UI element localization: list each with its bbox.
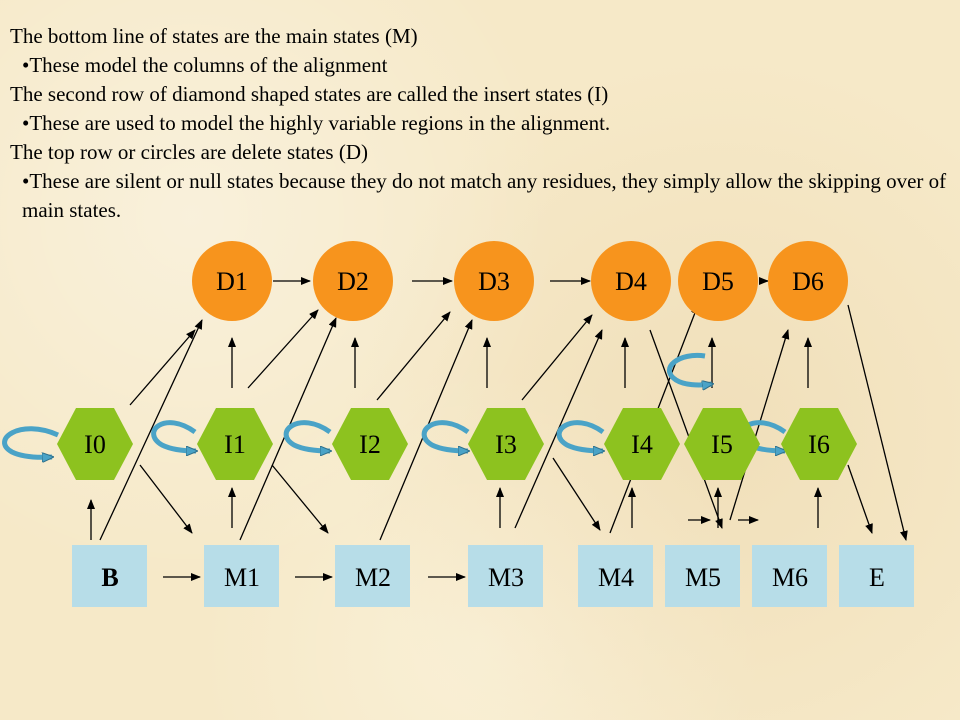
delete-state-d4: D4 xyxy=(591,241,671,321)
delete-state-label: D3 xyxy=(478,267,510,296)
description-text: The bottom line of states are the main s… xyxy=(10,22,950,225)
delete-state-label: D2 xyxy=(337,267,369,296)
insert-states-bullet: •These are used to model the highly vari… xyxy=(22,111,611,135)
delete-state-label: D6 xyxy=(792,267,824,296)
delete-states: D1 D2 D3 D4 D5 D6 xyxy=(192,241,848,321)
main-state-label: E xyxy=(869,563,885,592)
insert-self-loops xyxy=(2,352,785,457)
main-state-b: B xyxy=(72,545,147,607)
main-state-m3: M3 xyxy=(468,545,543,607)
main-state-label: M3 xyxy=(488,563,524,592)
insert-state-i1: I1 xyxy=(197,408,273,480)
arrow-i1-m2 xyxy=(271,464,329,534)
arrow-i3-d4 xyxy=(521,314,593,401)
arrow-d6-e xyxy=(847,304,908,541)
insert-states: I0 I1 I2 I3 I4 I5 I6 xyxy=(57,408,857,480)
self-loop-i3-icon xyxy=(421,420,468,451)
main-state-m2: M2 xyxy=(335,545,410,607)
insert-state-i5: I5 xyxy=(684,408,760,480)
insert-state-label: I2 xyxy=(359,430,381,459)
insert-state-i0: I0 xyxy=(57,408,133,480)
main-state-e: E xyxy=(839,545,914,607)
arrow-i1-d2 xyxy=(247,309,319,389)
insert-state-i4: I4 xyxy=(604,408,680,480)
delete-state-label: D4 xyxy=(615,267,647,296)
main-state-label: M4 xyxy=(598,563,634,592)
arrow-i0-m1 xyxy=(139,464,193,534)
self-loop-i5-icon xyxy=(667,352,712,385)
self-loop-i2-icon xyxy=(283,420,330,451)
self-loop-i4-icon xyxy=(556,420,603,451)
arrow-b-d1 xyxy=(99,319,203,541)
main-state-m4: M4 xyxy=(578,545,653,607)
delete-state-d6: D6 xyxy=(768,241,848,321)
arrow-i6-e xyxy=(847,464,873,534)
self-loop-i1-icon xyxy=(151,420,196,451)
insert-state-label: I6 xyxy=(808,430,830,459)
main-state-label: M6 xyxy=(772,563,808,592)
insert-state-i2: I2 xyxy=(332,408,408,480)
main-state-m6: M6 xyxy=(752,545,827,607)
main-state-label: M1 xyxy=(224,563,260,592)
main-state-m5: M5 xyxy=(665,545,740,607)
delete-state-label: D5 xyxy=(702,267,734,296)
main-states: B M1 M2 M3 M4 M5 M6 E xyxy=(72,545,914,607)
arrow-d4-m5 xyxy=(649,329,723,529)
insert-state-label: I0 xyxy=(84,430,106,459)
insert-state-i6: I6 xyxy=(781,408,857,480)
main-state-label: M5 xyxy=(685,563,721,592)
main-states-bullet: •These model the columns of the alignmen… xyxy=(22,53,388,77)
delete-state-d2: D2 xyxy=(313,241,393,321)
main-state-label: B xyxy=(101,563,118,592)
self-loop-i0-icon xyxy=(2,426,60,457)
insert-state-label: I5 xyxy=(711,430,733,459)
delete-state-d1: D1 xyxy=(192,241,272,321)
arrow-i3-m4 xyxy=(552,457,601,531)
insert-state-label: I3 xyxy=(495,430,517,459)
delete-state-d3: D3 xyxy=(454,241,534,321)
insert-state-label: I4 xyxy=(631,430,653,459)
arrow-i0-d1 xyxy=(129,329,196,406)
delete-states-bullet: •These are silent or null states because… xyxy=(22,169,947,222)
insert-states-description: The second row of diamond shaped states … xyxy=(10,82,609,106)
main-states-description: The bottom line of states are the main s… xyxy=(10,24,418,48)
insert-state-label: I1 xyxy=(224,430,246,459)
main-state-label: M2 xyxy=(355,563,391,592)
arrow-i2-d3 xyxy=(376,311,451,401)
delete-states-description: The top row or circles are delete states… xyxy=(10,140,369,164)
main-state-m1: M1 xyxy=(204,545,279,607)
delete-state-label: D1 xyxy=(216,267,248,296)
delete-state-d5: D5 xyxy=(678,241,758,321)
insert-state-i3: I3 xyxy=(468,408,544,480)
